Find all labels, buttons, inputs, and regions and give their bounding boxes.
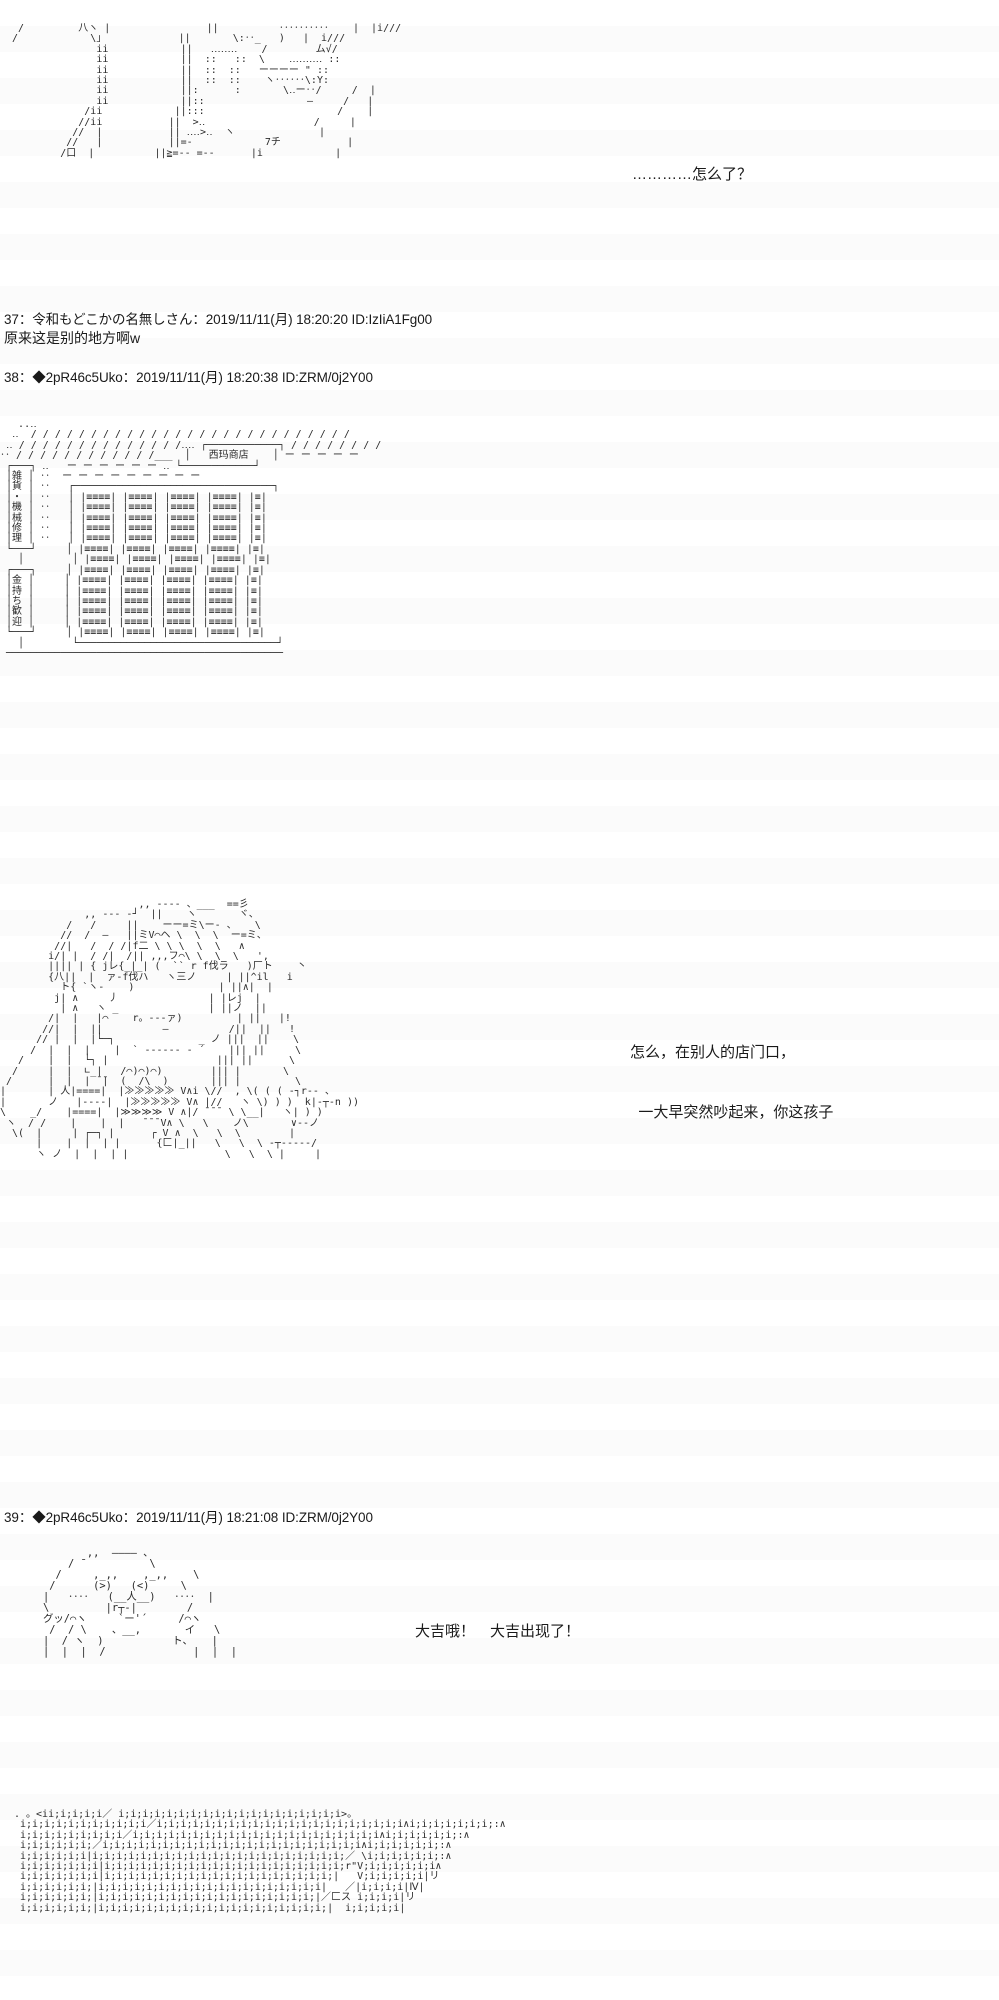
dialogue-gutt: 大吉哦！ 大吉出现了！ bbox=[415, 1623, 581, 1640]
post-header-39: 39：◆2pR46c5Uko：2019/11/11(月) 18:21:08 ID… bbox=[4, 1510, 373, 1525]
ascii-art-shop: ..‥ ‥ / / / / / / / / / / / / / / / / / … bbox=[0, 419, 382, 659]
dialogue-top: …………怎么了？ bbox=[632, 166, 753, 183]
ascii-art-granny: ,, ---- 、___ ==彡 ,, --- ‐┘ || ヽ ヾ、 / / |… bbox=[0, 899, 359, 1160]
ascii-art-top-face: / 八ヽ | || ‥‥‥‥‥ | |i/// / \」 || \:‥_ ) |… bbox=[12, 23, 402, 159]
dialogue-granny: 怎么，在别人的店门口， 一大早突然吵起来，你这孩子 bbox=[630, 1044, 834, 1121]
post-header-37: 37：令和もどこかの名無しさん：2019/11/11(月) 18:20:20 I… bbox=[4, 312, 433, 327]
ascii-art-bottom: . 。<ii;i;i;i;i／ i;i;i;i;i;i;i;i;i;i;i;i;… bbox=[14, 1809, 506, 1914]
post-body-37: 原来这是别的地方啊w bbox=[4, 330, 141, 346]
ascii-art-gutt-face: ,, ―――― 、 / ̄ \ / ,_,, ,_,, \ / (>) (<) … bbox=[43, 1547, 237, 1658]
post-header-38: 38：◆2pR46c5Uko：2019/11/11(月) 18:20:38 ID… bbox=[4, 370, 373, 385]
